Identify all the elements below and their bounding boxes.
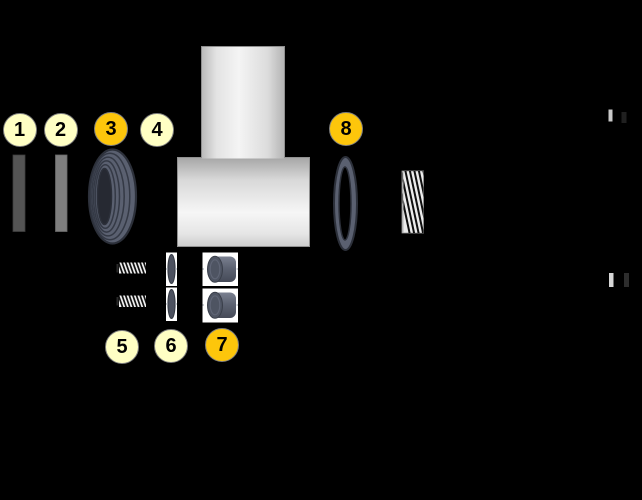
part-6-discs bbox=[166, 252, 177, 321]
part-8-o-ring bbox=[333, 156, 358, 251]
part-3-packing-ring-stack bbox=[87, 148, 138, 245]
callout-6[interactable]: 6 bbox=[154, 329, 188, 363]
callout-5[interactable]: 5 bbox=[105, 329, 139, 364]
callout-5-label: 5 bbox=[116, 335, 128, 358]
callout-2-label: 2 bbox=[54, 118, 67, 141]
part-7-pistons bbox=[202, 252, 238, 323]
threaded-insert bbox=[401, 170, 424, 234]
part-1-flat-gasket bbox=[12, 154, 26, 232]
part-5-springs bbox=[116, 262, 146, 307]
callout-4[interactable]: 4 bbox=[140, 113, 174, 147]
callout-1[interactable]: 1 bbox=[2, 112, 37, 147]
callout-8[interactable]: 8 bbox=[329, 111, 363, 146]
callout-2[interactable]: 2 bbox=[43, 112, 78, 147]
callout-7-label: 7 bbox=[216, 333, 228, 356]
part-2-flat-washer bbox=[55, 154, 68, 232]
callout-7[interactable]: 7 bbox=[205, 327, 239, 362]
callout-1-label: 1 bbox=[13, 118, 26, 141]
valve-body bbox=[177, 46, 310, 247]
edge-fragments bbox=[608, 109, 629, 287]
callout-8-label: 8 bbox=[340, 117, 352, 140]
callout-3-label: 3 bbox=[105, 117, 117, 140]
callout-4-label: 4 bbox=[151, 119, 163, 141]
callout-3[interactable]: 3 bbox=[94, 111, 128, 146]
callout-6-label: 6 bbox=[165, 335, 177, 357]
